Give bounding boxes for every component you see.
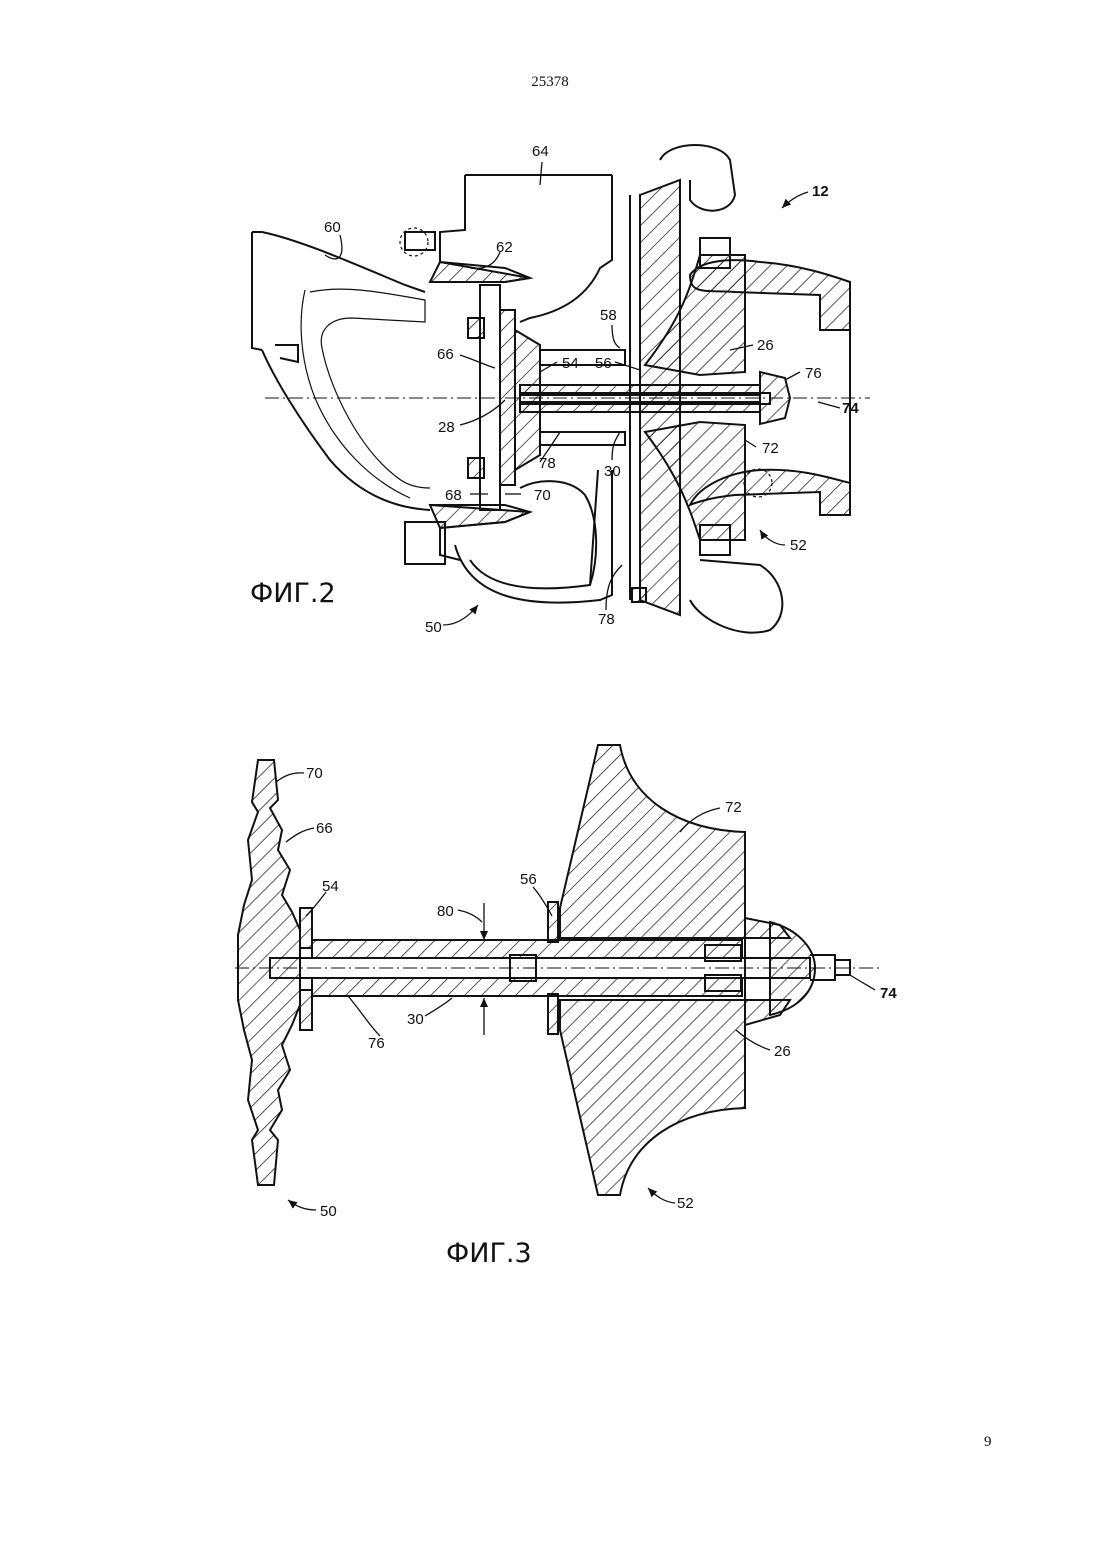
fig3-turbine-wheel xyxy=(560,745,815,1195)
fig2-label-78-lower: 78 xyxy=(598,611,615,628)
fig2-label-68: 68 xyxy=(445,487,462,504)
fig2-label-52: 52 xyxy=(790,537,807,554)
fig3-label-80: 80 xyxy=(437,903,454,920)
fig3-label-50: 50 xyxy=(320,1203,337,1220)
fig3-compressor-wheel xyxy=(238,760,312,1185)
fig3-label-54: 54 xyxy=(322,878,339,895)
figure-2-caption: ФИГ.2 xyxy=(250,578,336,609)
fig3-label-72: 72 xyxy=(725,799,742,816)
fig2-label-70: 70 xyxy=(534,487,551,504)
fig2-label-74: 74 xyxy=(842,400,859,417)
fig2-label-72: 72 xyxy=(762,440,779,457)
fig2-label-64: 64 xyxy=(532,143,549,160)
fig2-label-12: 12 xyxy=(812,183,829,200)
figure-3-drawing: 70 72 66 56 54 80 74 30 76 26 52 50 ФИГ.… xyxy=(235,745,897,1269)
fig2-label-56: 56 xyxy=(595,355,612,372)
figure-2-drawing: 64 12 60 62 58 66 54 56 26 76 74 28 72 7… xyxy=(250,143,870,636)
fig2-label-62: 62 xyxy=(496,239,513,256)
fig3-label-56: 56 xyxy=(520,871,537,888)
fig3-label-52: 52 xyxy=(677,1195,694,1212)
fig2-label-78-upper: 78 xyxy=(539,455,556,472)
fig2-label-58: 58 xyxy=(600,307,617,324)
fig2-label-28: 28 xyxy=(438,419,455,436)
fig3-label-30: 30 xyxy=(407,1011,424,1028)
fig3-label-74: 74 xyxy=(880,985,897,1002)
figure-3-caption: ФИГ.3 xyxy=(446,1238,532,1269)
fig2-label-66: 66 xyxy=(437,346,454,363)
fig2-label-26: 26 xyxy=(757,337,774,354)
fig3-label-26: 26 xyxy=(774,1043,791,1060)
fig2-label-30: 30 xyxy=(604,463,621,480)
fig3-label-76: 76 xyxy=(368,1035,385,1052)
fig3-label-66: 66 xyxy=(316,820,333,837)
fig2-label-54: 54 xyxy=(562,355,579,372)
fig2-label-60: 60 xyxy=(324,219,341,236)
fig2-label-76: 76 xyxy=(805,365,822,382)
fig3-label-70: 70 xyxy=(306,765,323,782)
inlet-duct xyxy=(252,232,430,510)
fig2-label-50: 50 xyxy=(425,619,442,636)
